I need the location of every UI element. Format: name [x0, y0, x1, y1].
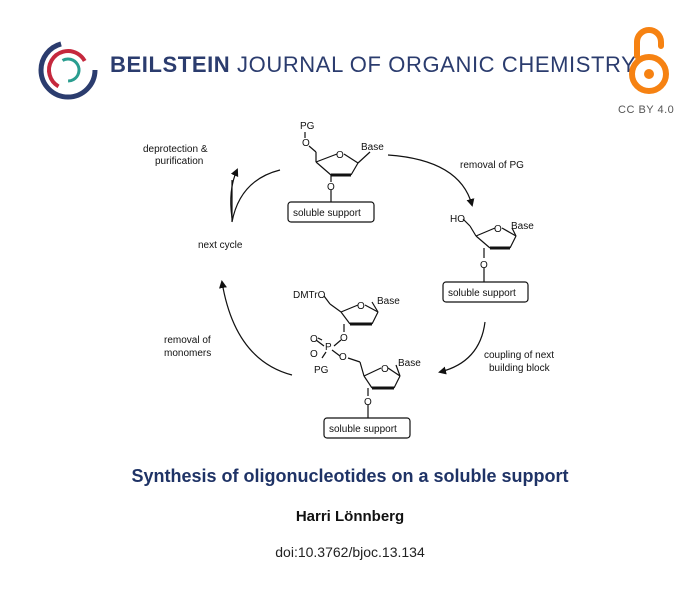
s3-base-bottom: Base: [398, 358, 421, 369]
s1-pg: PG: [300, 121, 315, 132]
s3-ring-o-top: O: [357, 301, 365, 312]
s2-ring-o: O: [494, 224, 502, 235]
s1-o3: O: [327, 182, 335, 193]
s3-pg: PG: [314, 365, 329, 376]
structure-dinucleotide: [315, 295, 411, 439]
label-removal-monomers-line2: monomers: [164, 348, 211, 359]
s1-o5: O: [302, 138, 310, 149]
structure-ho-nucleoside: [442, 218, 529, 303]
open-access-icon: [629, 27, 669, 94]
s3-o5-bottom: O: [339, 352, 347, 363]
arrow-coupling: [438, 321, 486, 375]
s1-ring-o: O: [336, 150, 344, 161]
license-label: CC BY 4.0: [618, 104, 675, 116]
arrow-deprotection: [231, 169, 281, 223]
s3-phosphorus: P: [325, 342, 332, 353]
s3-dmtro: DMTrO: [293, 290, 326, 301]
s2-base: Base: [511, 221, 534, 232]
label-removal-pg: removal of PG: [460, 160, 524, 171]
label-coupling-line2: building block: [489, 363, 551, 374]
label-removal-monomers-line1: removal of: [164, 335, 211, 346]
s1-base: Base: [361, 142, 384, 153]
s3-o3-top: O: [340, 333, 348, 344]
journal-name-bold: BEILSTEIN: [110, 52, 231, 77]
journal-name: BEILSTEIN JOURNAL OF ORGANIC CHEMISTRY: [110, 52, 636, 78]
s3-o3-bottom: O: [364, 397, 372, 408]
beilstein-logo-icon: [38, 40, 98, 100]
article-title: Synthesis of oligonucleotides on a solub…: [131, 466, 569, 486]
s2-ho: HO: [450, 214, 465, 225]
s3-p-o: O: [310, 349, 318, 360]
article-doi: doi:10.3762/bjoc.13.134: [275, 544, 425, 560]
s3-ring-o-bottom: O: [381, 364, 389, 375]
article-author: Harri Lönnberg: [295, 508, 405, 525]
s3-p-oxo: O: [310, 334, 318, 345]
s3-base-top: Base: [377, 296, 400, 307]
label-coupling-line1: coupling of next: [484, 350, 554, 361]
label-deprotection-line1: deprotection &: [143, 144, 208, 155]
s3-support: soluble support: [329, 424, 397, 435]
s2-o3: O: [480, 260, 488, 271]
s1-support: soluble support: [293, 208, 361, 219]
arrow-removal-pg: [387, 154, 475, 207]
s2-support: soluble support: [448, 288, 516, 299]
arrow-deprotection-head: [230, 168, 239, 219]
structure-pg-nucleoside: [287, 132, 375, 223]
label-next-cycle: next cycle: [198, 240, 243, 251]
journal-header: BEILSTEIN JOURNAL OF ORGANIC CHEMISTRY C…: [0, 0, 700, 120]
arrow-removal-monomers: [219, 280, 293, 376]
journal-name-rest: JOURNAL OF ORGANIC CHEMISTRY: [230, 52, 637, 77]
label-deprotection-line2: purification: [155, 156, 203, 167]
